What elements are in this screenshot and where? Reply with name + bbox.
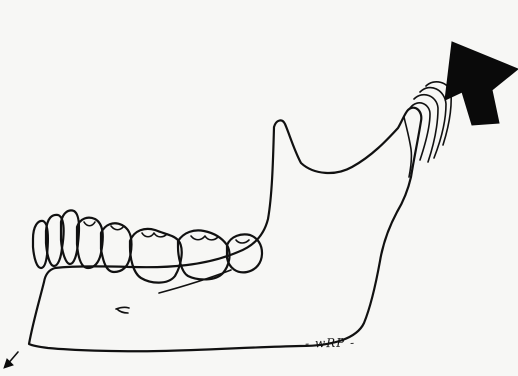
artist-signature: - wRP -: [305, 336, 355, 351]
